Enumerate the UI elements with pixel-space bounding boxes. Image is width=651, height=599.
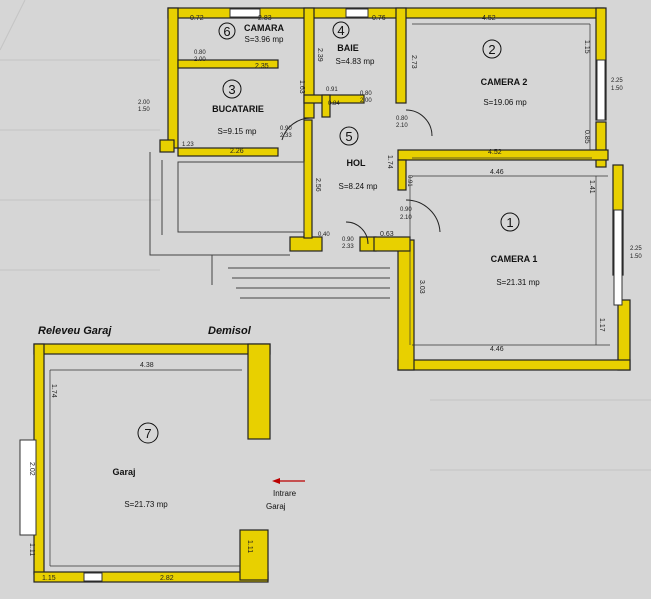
dim-window2-b: 1.50 xyxy=(611,86,623,92)
dim-camera2-right-a: 1.15 xyxy=(583,40,590,54)
dim-baie-c: 0.91 xyxy=(326,87,338,93)
dim-baie-left: 1.63 xyxy=(298,80,305,94)
room-name: CAMERA 1 xyxy=(491,254,538,264)
dim-garaj-right: 1.11 xyxy=(246,540,253,553)
dim-hol-vertical: 2.56 xyxy=(314,178,321,192)
dim-hol-d: 0.91 xyxy=(406,175,412,187)
room-name: BUCATARIE xyxy=(212,104,264,114)
dim-baie-b: 0.84 xyxy=(328,101,340,107)
dim-camara-door-b: 2.00 xyxy=(194,57,206,63)
room-name: BAIE xyxy=(337,43,359,53)
room-hol: 5 HOL S=8.24 mp xyxy=(339,126,378,191)
dim-camara-door-a: 0.80 xyxy=(194,50,206,56)
dim-window2-a: 2.25 xyxy=(611,78,623,84)
dim-hol-bottom2: 0.63 xyxy=(380,231,394,238)
dim-hol-f: 2.10 xyxy=(400,215,412,221)
room-camara: 6 CAMARA S=3.96 mp xyxy=(218,22,284,44)
room-number: 5 xyxy=(345,129,352,144)
dim-bucatarie-top: 2.35 xyxy=(255,63,269,70)
dim-camera1-top: 4.46 xyxy=(490,169,504,176)
room-name: Garaj xyxy=(112,467,135,477)
dim-buc-door-b: 2.33 xyxy=(280,133,292,139)
door-arcs xyxy=(281,109,441,245)
room-area: S=3.96 mp xyxy=(245,35,284,44)
dim-baie-top: 0.76 xyxy=(372,15,386,22)
room-baie: 4 BAIE S=4.83 mp xyxy=(332,21,375,66)
dimension-labels: 0.72 2.83 0.76 4.52 4.52 1.15 0.85 2.73 … xyxy=(28,15,642,582)
dim-camera2-top: 4.52 xyxy=(482,15,496,22)
room-area: S=21.31 mp xyxy=(496,278,540,287)
entrance-line1: Intrare xyxy=(273,489,297,498)
dim-baie-door-b: 2.00 xyxy=(360,98,372,104)
entrance-line2: Garaj xyxy=(266,502,286,511)
room-area: S=21.73 mp xyxy=(124,500,168,509)
room-garaj: 7 Garaj S=21.73 mp xyxy=(112,422,168,509)
room-number: 3 xyxy=(228,82,235,97)
dim-hol-e: 0.90 xyxy=(400,207,412,213)
dim-window1-b: 1.50 xyxy=(630,254,642,260)
room-area: S=19.06 mp xyxy=(483,98,527,107)
dim-bucatarie-window-b: 1.50 xyxy=(138,107,150,113)
room-number: 1 xyxy=(506,215,513,230)
dim-garaj-top: 4.38 xyxy=(140,362,154,369)
dim-camera2-left: 2.73 xyxy=(410,55,417,69)
room-area: S=9.15 mp xyxy=(218,127,257,136)
dim-garaj-bottom-a: 1.15 xyxy=(42,575,56,582)
dim-window1-a: 2.25 xyxy=(630,246,642,252)
dim-baie-height: 2.39 xyxy=(316,48,323,62)
dim-camera2-right-b: 0.85 xyxy=(583,130,590,144)
dim-garaj-left-c: 1.11 xyxy=(28,543,35,556)
dim-camera2-bottom: 4.52 xyxy=(488,149,502,156)
room-bucatarie: 3 BUCATARIE S=9.15 mp xyxy=(212,79,264,136)
dim-buc-door-a: 0.90 xyxy=(280,126,292,132)
garage-entrance: Intrare Garaj xyxy=(266,478,305,511)
dim-camera1-bottom: 4.46 xyxy=(490,346,504,353)
room-area: S=8.24 mp xyxy=(339,182,378,191)
dim-camera1-right-b: 1.17 xyxy=(598,318,605,332)
annex-outline xyxy=(149,152,390,299)
dim-camara-top: 0.72 xyxy=(190,15,204,22)
dim-hol-door-b: 2.10 xyxy=(396,123,408,129)
room-camera-2: 2 CAMERA 2 S=19.06 mp xyxy=(481,39,528,107)
dim-hol-bottom: 0.40 xyxy=(318,232,330,238)
dim-bucatarie-bottom: 2.26 xyxy=(230,148,244,155)
dim-bucatarie-window-a: 2.00 xyxy=(138,100,150,106)
walls-upper xyxy=(159,7,631,371)
title-releveu-garaj: Releveu Garaj xyxy=(38,325,112,337)
walls-garage xyxy=(19,343,271,583)
dim-hol-g: 0.90 xyxy=(342,237,354,243)
dim-garaj-left-a: 1.74 xyxy=(50,384,57,398)
room-name: CAMERA 2 xyxy=(481,77,528,87)
room-number: 4 xyxy=(337,23,344,38)
paper-lines xyxy=(0,0,651,471)
room-number: 6 xyxy=(223,24,230,39)
dimension-lines xyxy=(49,23,610,567)
dim-baie-door-a: 0.80 xyxy=(360,91,372,97)
dim-camera1-left: 3.03 xyxy=(418,280,425,294)
dim-bucatarie-small: 1.23 xyxy=(182,142,194,148)
dim-camera1-right-a: 1.41 xyxy=(588,180,595,194)
dim-hol-h: 2.33 xyxy=(342,244,354,250)
room-number: 2 xyxy=(488,42,495,57)
dim-garaj-left-b: 2.02 xyxy=(28,462,35,476)
dim-garaj-bottom-b: 2.82 xyxy=(160,575,174,582)
room-number: 7 xyxy=(144,426,151,441)
dim-hol-c: 1.74 xyxy=(386,155,393,169)
room-camera-1: 1 CAMERA 1 S=21.31 mp xyxy=(491,212,540,287)
room-name: HOL xyxy=(347,158,367,168)
dim-hol-door-a: 0.80 xyxy=(396,116,408,122)
room-area: S=4.83 mp xyxy=(336,57,375,66)
room-name: CAMARA xyxy=(244,23,284,33)
title-demisol: Demisol xyxy=(208,325,252,337)
windows-right xyxy=(229,8,623,306)
dim-camara-width: 2.83 xyxy=(258,15,272,22)
